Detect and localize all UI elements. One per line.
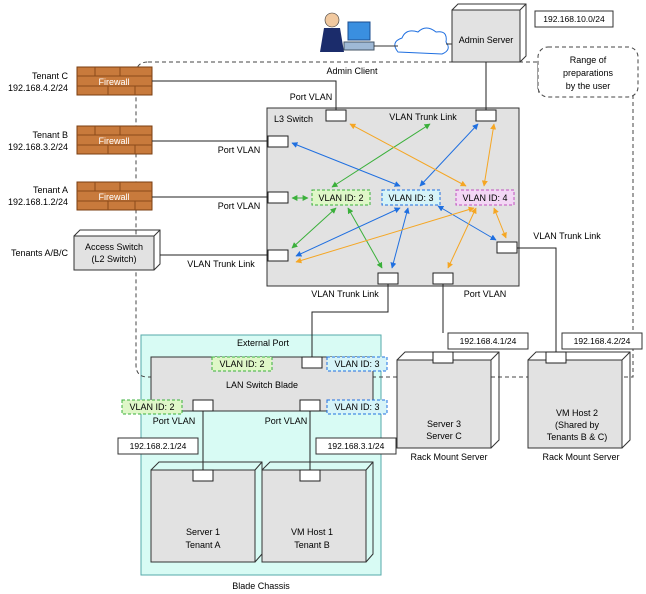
tenant-c-name: Tenant C (32, 71, 69, 81)
admin-server (451, 3, 527, 63)
l3-vlan2-label: VLAN ID: 2 (318, 193, 363, 203)
firewall-tenant-c (76, 66, 153, 96)
blade-vlan2-top-box (211, 356, 273, 372)
blade-chassis-label: Blade Chassis (232, 581, 290, 591)
range-label-line1: Range of (570, 55, 607, 65)
port-vlan-label-a: Port VLAN (218, 201, 261, 211)
net-server3-box (447, 332, 529, 350)
net-vmhost2-box (561, 332, 643, 350)
net-a-box (117, 437, 199, 455)
port-l3-blade (377, 272, 399, 285)
firewall-tenant-a (76, 181, 153, 211)
tenant-b-network: 192.168.3.2/24 (8, 142, 68, 152)
firewall-c-label: Firewall (98, 77, 129, 87)
access-switch-line1: Access Switch (85, 242, 143, 252)
range-label-line3: by the user (566, 81, 611, 91)
port-vlan-label-blade-b: Port VLAN (265, 416, 308, 426)
l3-vlan3-box (381, 189, 441, 206)
admin-network-box (534, 10, 614, 28)
net-server3-label: 192.168.4.1/24 (460, 336, 517, 346)
tenants-abc-label: Tenants A/B/C (11, 248, 69, 258)
server1-line2: Tenant A (185, 540, 220, 550)
vmhost2-line3: Tenants B & C) (547, 432, 608, 442)
trunk-label-blade: VLAN Trunk Link (311, 289, 379, 299)
net-b-label: 192.168.3.1/24 (328, 441, 385, 451)
l3-vlan3-label: VLAN ID: 3 (388, 193, 433, 203)
rack-label-vmhost2: Rack Mount Server (542, 452, 619, 462)
port-l3-a (267, 191, 289, 204)
port-vlan-label-server3: Port VLAN (464, 289, 507, 299)
server3-line1: Server 3 (427, 419, 461, 429)
port-l3-admin (475, 109, 497, 122)
port-blade-b (299, 399, 321, 412)
vlan-arrows (291, 123, 507, 269)
tenant-b-name: Tenant B (32, 130, 68, 140)
vmhost1-line1: VM Host 1 (291, 527, 333, 537)
server3-line2: Server C (426, 431, 462, 441)
server1-line1: Server 1 (186, 527, 220, 537)
server-3 (396, 351, 500, 449)
port-vlan-label-blade-a: Port VLAN (153, 416, 196, 426)
external-port-label: External Port (237, 338, 290, 348)
tenant-a-name: Tenant A (33, 185, 68, 195)
net-a-label: 192.168.2.1/24 (130, 441, 187, 451)
admin-client-label: Admin Client (326, 66, 378, 76)
firewall-b-label: Firewall (98, 136, 129, 146)
port-l3-access (267, 249, 289, 262)
l3-vlan2-box (311, 189, 371, 206)
vmhost2-line2: (Shared by (555, 420, 600, 430)
rack-label-server3: Rack Mount Server (410, 452, 487, 462)
net-b-box (315, 437, 397, 455)
blade-vlan2-bottom-label: VLAN ID: 2 (129, 402, 174, 412)
tenant-a-network: 192.168.1.2/24 (8, 197, 68, 207)
l3-switch-title: L3 Switch (274, 114, 313, 124)
trunk-label-vmhost2: VLAN Trunk Link (533, 231, 601, 241)
port-l3-server3 (432, 272, 454, 285)
trunk-label-access: VLAN Trunk Link (187, 259, 255, 269)
trunk-label-admin: VLAN Trunk Link (389, 112, 457, 122)
range-label-line2: preparations (563, 68, 614, 78)
blade-vlan3-top-box (326, 356, 388, 372)
server-1 (150, 461, 263, 563)
port-vlan-label-b: Port VLAN (218, 145, 261, 155)
vmhost2-line1: VM Host 2 (556, 408, 598, 418)
port-l3-c (325, 109, 347, 122)
admin-client-icon (320, 12, 375, 52)
firewall-a-label: Firewall (98, 192, 129, 202)
blade-vlan3-bottom-label: VLAN ID: 3 (334, 402, 379, 412)
port-vlan-label-c: Port VLAN (290, 92, 333, 102)
blade-vlan3-bottom-box (326, 399, 388, 415)
admin-network-label: 192.168.10.0/24 (543, 14, 605, 24)
blade-vlan2-bottom-box (121, 399, 183, 415)
vmhost1-line2: Tenant B (294, 540, 330, 550)
vm-host-1 (261, 461, 374, 563)
blade-vlan2-top-label: VLAN ID: 2 (219, 359, 264, 369)
port-blade-external (301, 356, 323, 369)
port-l3-vmhost2 (496, 241, 518, 254)
l3-vlan4-label: VLAN ID: 4 (462, 193, 507, 203)
cloud-icon (394, 27, 449, 55)
port-blade-a (192, 399, 214, 412)
admin-server-label: Admin Server (459, 35, 514, 45)
net-vmhost2-label: 192.168.4.2/24 (574, 336, 631, 346)
port-l3-b (267, 135, 289, 148)
vm-host-2 (527, 351, 631, 449)
blade-vlan3-top-label: VLAN ID: 3 (334, 359, 379, 369)
access-switch-line2: (L2 Switch) (91, 254, 136, 264)
lan-switch-blade-label: LAN Switch Blade (226, 380, 298, 390)
firewall-tenant-b (76, 125, 153, 155)
range-label-box (537, 46, 639, 98)
access-switch (73, 229, 161, 271)
physical-links (152, 62, 557, 470)
l3-ports (267, 109, 518, 285)
tenant-c-network: 192.168.4.2/24 (8, 83, 68, 93)
l3-vlan4-box (455, 189, 515, 206)
